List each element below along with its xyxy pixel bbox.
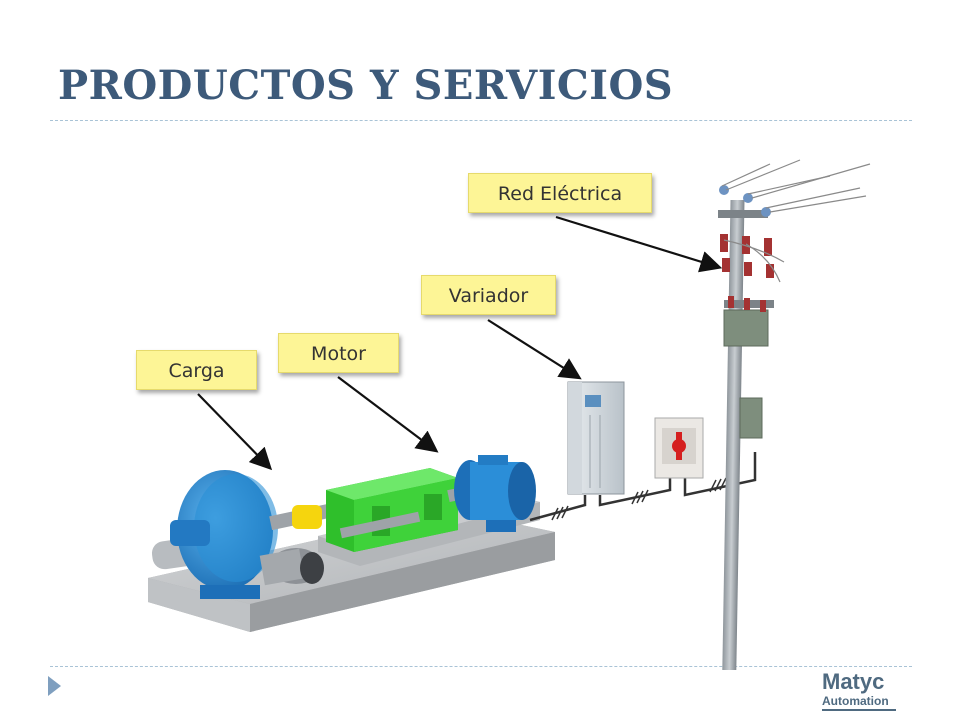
pump <box>151 470 324 599</box>
utility-pole <box>718 159 871 670</box>
cable-ticks <box>551 477 727 521</box>
company-logo: Matyc Automation <box>822 670 896 711</box>
motor <box>447 455 536 532</box>
arrow-variador <box>487 319 582 380</box>
page-title: PRODUCTOS Y SERVICIOS <box>58 62 674 109</box>
arrows <box>197 215 723 471</box>
label-red-electrica: Red Eléctrica <box>468 173 652 213</box>
arrow-red <box>555 215 723 273</box>
coupling <box>269 503 331 531</box>
bottom-divider <box>50 666 912 667</box>
gearbox <box>326 468 458 552</box>
disconnect-switch <box>654 417 704 479</box>
top-divider <box>50 120 912 121</box>
arrow-motor <box>337 376 439 453</box>
logo-subtitle: Automation <box>822 694 896 711</box>
label-carga: Carga <box>136 350 257 390</box>
arrow-carga <box>197 393 273 471</box>
bullet-triangle-icon <box>48 676 61 696</box>
variable-frequency-drive <box>567 381 625 495</box>
logo-name: Matyc <box>822 669 885 694</box>
label-motor: Motor <box>278 333 399 373</box>
label-variador: Variador <box>421 275 556 315</box>
